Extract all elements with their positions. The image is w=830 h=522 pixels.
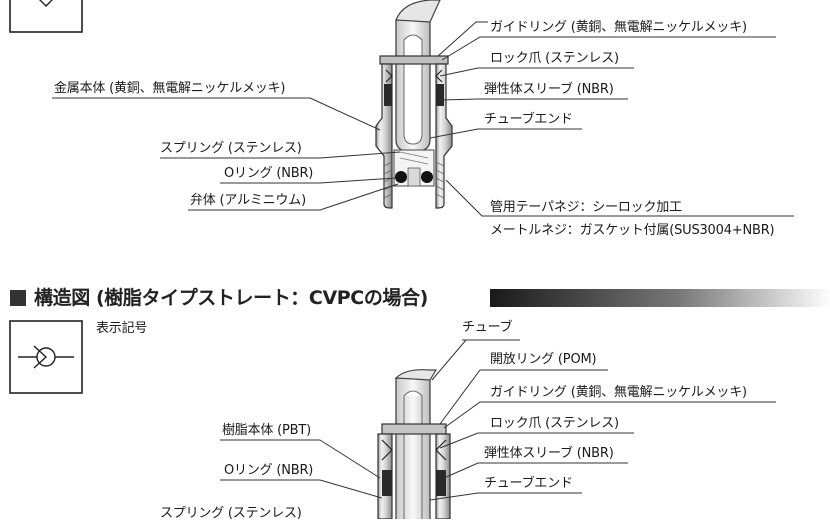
label-spring-bottom: スプリング (ステンレス) (160, 506, 302, 521)
label-o-ring: Oリング (NBR) (224, 166, 314, 181)
label-tube-end: チューブエンド (484, 112, 573, 127)
top-leader-lines (52, 21, 794, 217)
label-tube-end-bottom: チューブエンド (484, 476, 573, 491)
label-metal-body: 金属本体 (黄銅、無電解ニッケルメッキ) (54, 81, 286, 96)
label-lock-claw: ロック爪 (ステンレス) (490, 51, 619, 66)
check-valve-symbol-icon (39, 0, 53, 7)
label-release-ring: 開放リング (POM) (490, 352, 597, 367)
label-metric-thread: メートルネジ：ガスケット付属(SUS3004+NBR) (490, 223, 775, 238)
label-elastic-sleeve: 弾性体スリーブ (NBR) (484, 82, 614, 97)
bottom-symbol-box (9, 320, 83, 394)
label-tube: チューブ (462, 320, 513, 335)
label-symbol: 表示記号 (96, 321, 148, 336)
check-valve-symbol-icon (33, 345, 48, 369)
section-gradient-bar (490, 289, 830, 307)
label-spring: スプリング (ステンレス) (160, 141, 302, 156)
label-o-ring-bottom: Oリング (NBR) (224, 463, 314, 478)
top-symbol-box (9, 0, 83, 33)
label-guide-ring-bottom: ガイドリング (黄銅、無電解ニッケルメッキ) (490, 385, 747, 400)
label-guide-ring: ガイドリング (黄銅、無電解ニッケルメッキ) (490, 20, 747, 35)
section-header: 構造図 (樹脂タイプストレート：CVPCの場合) (10, 284, 830, 312)
label-resin-body: 樹脂本体 (PBT) (222, 423, 311, 438)
label-valve-body: 弁体 (アルミニウム) (190, 193, 306, 208)
bottom-resin-fitting (377, 369, 451, 519)
top-metal-fitting (375, 0, 453, 209)
section-square-icon (10, 290, 26, 306)
section-title: 構造図 (樹脂タイプストレート：CVPCの場合) (34, 287, 428, 309)
bottom-leader-lines (220, 339, 776, 501)
label-elastic-sleeve-bottom: 弾性体スリーブ (NBR) (484, 446, 614, 461)
label-lock-claw-bottom: ロック爪 (ステンレス) (490, 416, 619, 431)
label-pipe-thread: 管用テーパネジ：シーロック加工 (490, 200, 682, 215)
